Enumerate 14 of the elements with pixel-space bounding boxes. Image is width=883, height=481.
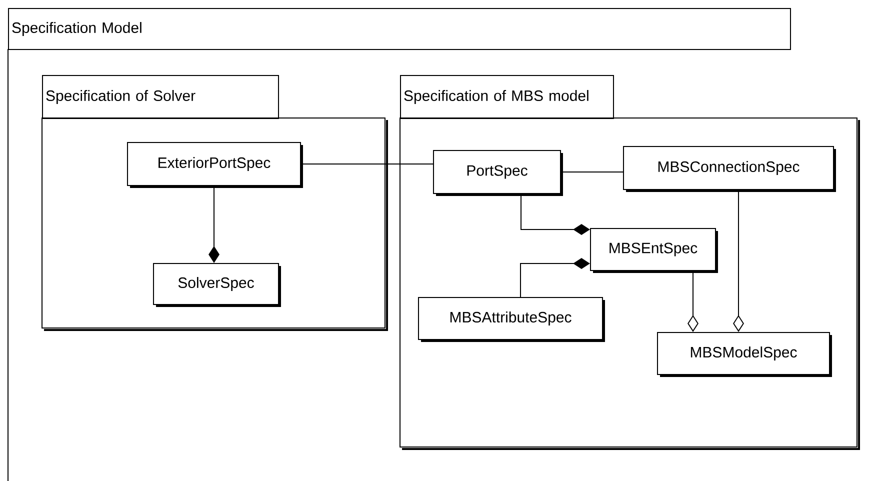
class-box: PortSpec [433, 150, 563, 196]
class-box: ExteriorPortSpec [127, 142, 303, 188]
class-box: MBSConnectionSpec [623, 146, 836, 192]
class-box: MBSAttributeSpec [418, 297, 605, 342]
node-label: Specification of MBS model [404, 90, 588, 104]
composition-line [520, 258, 590, 298]
composition-line [688, 270, 698, 332]
composition-line [520, 194, 590, 235]
class-box: MBSEntSpec [590, 228, 718, 273]
composition-line [208, 186, 220, 263]
composition-line [733, 190, 744, 332]
class-box: MBSModelSpec [657, 332, 832, 377]
node-label: Specification of Solver [46, 90, 196, 104]
class-box: SolverSpec [153, 263, 281, 307]
